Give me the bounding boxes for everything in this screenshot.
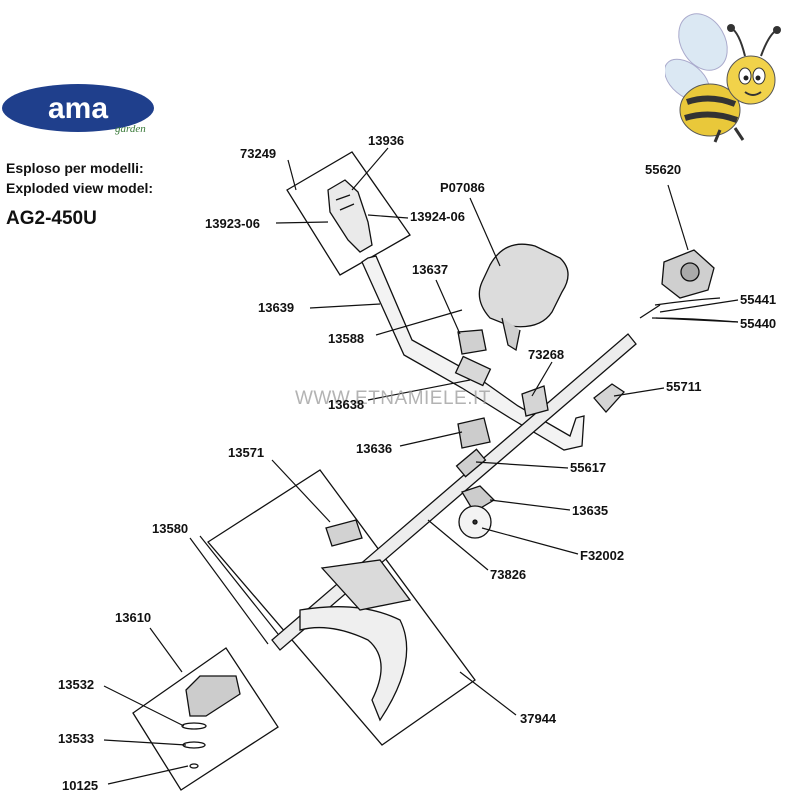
part-label-13924-06: 13924-06	[410, 209, 465, 224]
svg-text:garden: garden	[115, 123, 146, 135]
part-label-13610: 13610	[115, 610, 152, 625]
part-label-13639: 13639	[258, 300, 295, 315]
shaft-bracket	[457, 417, 491, 449]
part-label-73249: 73249	[240, 146, 277, 161]
part-label-13636: 13636	[356, 441, 393, 456]
gear-head	[185, 675, 241, 717]
part-label-55440: 55440	[740, 316, 777, 331]
nut-10125	[189, 763, 199, 769]
model-name: AG2-450U	[6, 208, 97, 229]
guard-detail-box	[207, 469, 476, 746]
loop-handle-tube	[361, 255, 585, 451]
part-label-10125: 10125	[62, 778, 99, 793]
washer-13533	[182, 741, 206, 749]
part-label-13532: 13532	[58, 677, 95, 692]
part-label-p07086: P07086	[440, 180, 485, 195]
part-label-13580: 13580	[152, 521, 189, 536]
part-label-f32002: F32002	[580, 548, 625, 563]
part-label-37944: 37944	[520, 711, 557, 726]
part-label-55620: 55620	[645, 162, 682, 177]
header-line-1: Esploso per modelli:	[6, 160, 144, 176]
header-line-2: Exploded view model:	[6, 180, 154, 196]
part-label-73826: 73826	[490, 567, 527, 582]
handle-grip	[327, 179, 373, 253]
guard-bracket	[325, 519, 363, 547]
part-label-13635: 13635	[572, 503, 609, 518]
part-label-13936: 13936	[368, 133, 405, 148]
part-label-13638: 13638	[328, 397, 365, 412]
bee-mascot-icon	[665, 13, 781, 143]
part-label-55617: 55617	[570, 460, 607, 475]
coupler-part	[593, 383, 625, 413]
part-label-13923-06: 13923-06	[205, 216, 260, 231]
trimmer-guard	[299, 606, 408, 722]
part-label-55441: 55441	[740, 292, 777, 307]
svg-text:ama: ama	[48, 92, 108, 125]
part-label-13533: 13533	[58, 731, 95, 746]
washer-13532	[181, 722, 207, 730]
handle-clamp	[457, 329, 487, 355]
part-label-13637: 13637	[412, 262, 449, 277]
gearhead-detail-box	[132, 647, 279, 791]
part-label-13571: 13571	[228, 445, 265, 460]
part-label-73268: 73268	[528, 347, 565, 362]
part-label-13588: 13588	[328, 331, 365, 346]
watermark: WWW.ETNAMIELE.IT	[295, 388, 491, 409]
part-label-55711: 55711	[666, 379, 702, 394]
ama-garden-logo: ama garden	[2, 84, 154, 135]
cushion-pad	[478, 243, 569, 328]
handle-detail-box	[286, 151, 411, 276]
